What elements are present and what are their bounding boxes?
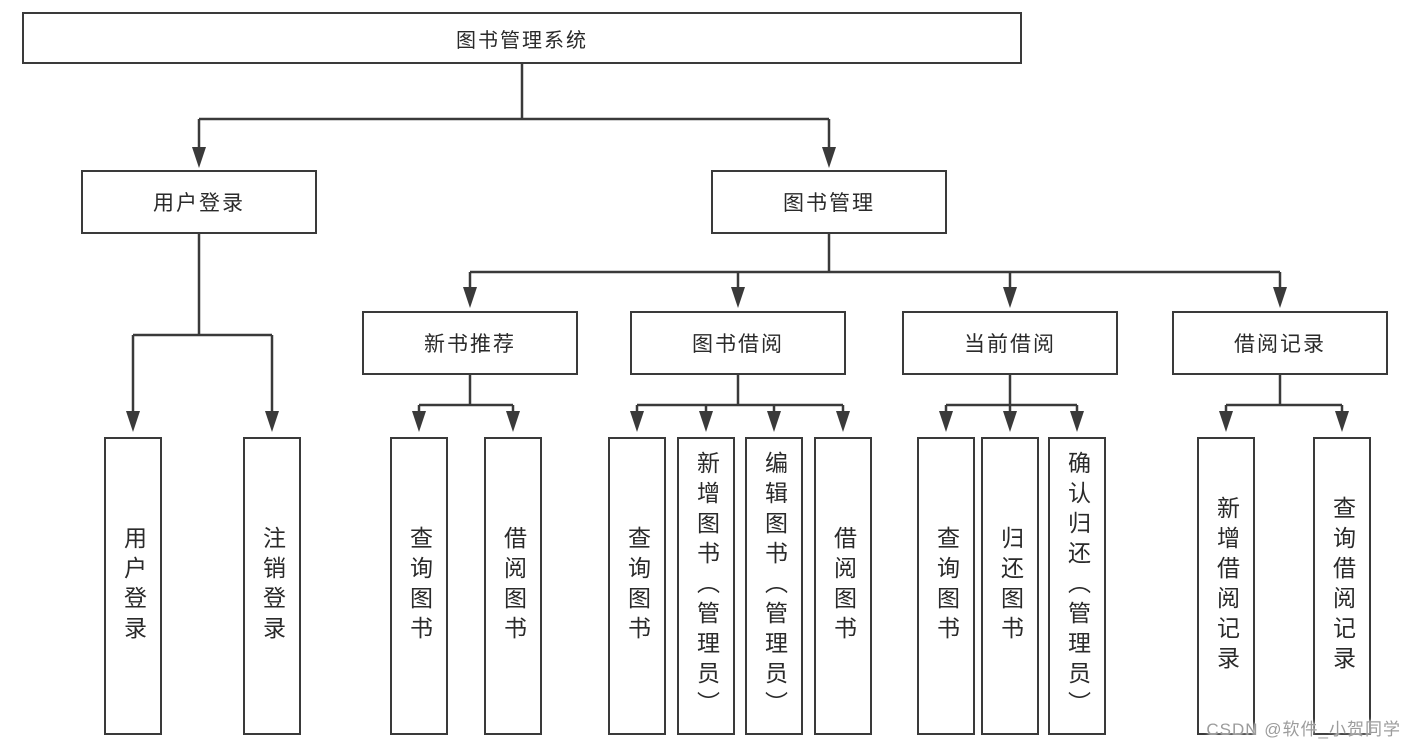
node-user-login: 用户登录 [81,170,317,234]
borrow-records-connectors [1219,375,1349,432]
leaf-query-books-borrow: 查询图书 [608,437,666,735]
leaf-label: 借阅图书 [500,526,527,646]
node-new-book-recommend: 新书推荐 [362,311,578,375]
leaf-user-login: 用户登录 [104,437,162,735]
leaf-add-book-admin: 新增图书（管理员） [677,437,735,735]
leaf-label: 查询图书 [933,526,960,646]
node-library-system-root: 图书管理系统 [22,12,1022,64]
leaf-logout-login: 注销登录 [243,437,301,735]
leaf-label: 注销登录 [259,526,286,646]
leaf-label: 新增借阅记录 [1213,496,1240,676]
leaf-borrow-books-recommend: 借阅图书 [484,437,542,735]
leaf-query-books-recommend: 查询图书 [390,437,448,735]
leaf-label: 借阅图书 [830,526,857,646]
node-label: 当前借阅 [964,333,1056,356]
leaf-label: 编辑图书（管理员） [761,451,788,721]
node-borrow-records: 借阅记录 [1172,311,1388,375]
book-management-branch-connectors [463,234,1287,308]
node-label: 图书管理系统 [456,29,588,52]
book-borrow-connectors [630,375,850,432]
root-connectors [192,64,836,168]
node-label: 图书借阅 [692,333,784,356]
leaf-label: 查询图书 [406,526,433,646]
csdn-watermark: CSDN @软件_小贺同学 [1206,720,1401,739]
leaf-label: 新增图书（管理员） [693,451,720,721]
leaf-label: 确认归还（管理员） [1064,451,1091,721]
node-label: 图书管理 [783,192,875,215]
leaf-label: 用户登录 [120,526,147,646]
node-label: 新书推荐 [424,333,516,356]
node-label: 借阅记录 [1234,333,1326,356]
leaf-label: 归还图书 [997,526,1024,646]
leaf-edit-book-admin: 编辑图书（管理员） [745,437,803,735]
node-label: 用户登录 [153,192,245,215]
new-book-recommend-connectors [412,375,520,432]
user-login-branch-connectors [126,234,279,432]
leaf-label: 查询借阅记录 [1329,496,1356,676]
leaf-return-book: 归还图书 [981,437,1039,735]
leaf-label: 查询图书 [624,526,651,646]
leaf-query-books-current: 查询图书 [917,437,975,735]
leaf-query-borrow-record: 查询借阅记录 [1313,437,1371,735]
current-borrow-connectors [939,375,1084,432]
leaf-confirm-return-admin: 确认归还（管理员） [1048,437,1106,735]
leaf-add-borrow-record: 新增借阅记录 [1197,437,1255,735]
node-book-borrow: 图书借阅 [630,311,846,375]
leaf-borrow-books: 借阅图书 [814,437,872,735]
node-book-management: 图书管理 [711,170,947,234]
node-current-borrow: 当前借阅 [902,311,1118,375]
